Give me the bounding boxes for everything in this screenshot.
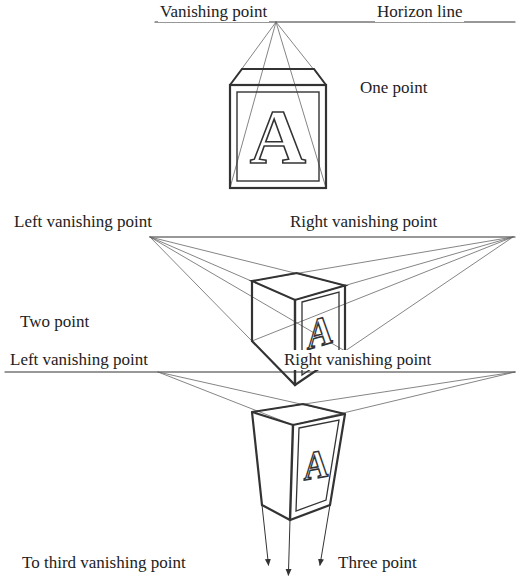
horizon-label: Horizon line (375, 2, 464, 22)
method-label: Two point (18, 312, 91, 332)
vanishing-point-label: Right vanishing point (288, 212, 439, 232)
method-label: Three point (336, 553, 419, 573)
vanishing-point-label: Left vanishing point (8, 350, 150, 370)
cube-letter: A (250, 98, 306, 176)
vanishing-point-label: Left vanishing point (12, 212, 154, 232)
cube-letter: A (304, 443, 329, 487)
vanishing-point-label: Right vanishing point (282, 350, 433, 370)
method-label: One point (358, 78, 430, 98)
vanishing-point-label: Vanishing point (158, 2, 269, 22)
vanishing-point-label: To third vanishing point (20, 553, 188, 573)
